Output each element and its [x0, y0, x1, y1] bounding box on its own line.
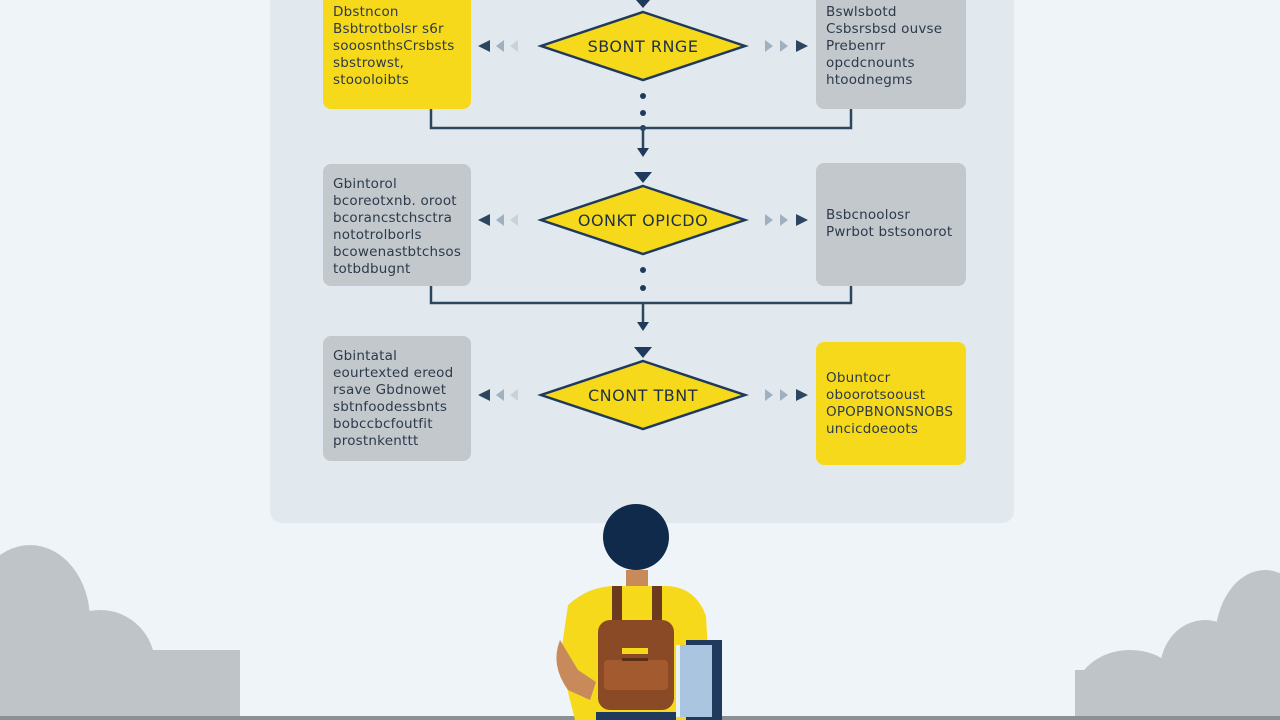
cloud-left: [0, 545, 240, 720]
box-text-line: Prebenrr: [826, 38, 886, 54]
outcome-box-row3-left: Gbintatal eourtexted ereod rsave Gbdnowe…: [323, 336, 471, 461]
merge-line-1: [429, 108, 853, 130]
outcome-box-row1-left: Dbstncon Bsbtrotbolsr s6r sooosnthsCrsbs…: [323, 0, 471, 109]
box-text-line: Bswlsbotd: [826, 4, 897, 20]
arrow-head-3: [634, 347, 652, 358]
arrow-head-2: [634, 172, 652, 183]
box-text-line: rsave Gbdnowet: [333, 382, 447, 398]
box-text-line: sooosnthsCrsbsts: [333, 38, 455, 54]
decision-diamond-2: [537, 184, 749, 256]
side-arrows-row3: [478, 389, 808, 401]
arrow-down-1: [637, 148, 649, 157]
decision-label-1: SBONT RNGE: [587, 37, 699, 56]
outcome-box-row3-right: Obuntocr oboorotsooust OPOPBNONSNOBS unc…: [816, 342, 966, 465]
box-text-line: Gbintatal: [333, 348, 398, 364]
box-text-line: Dbstncon: [333, 4, 399, 20]
box-text-line: oboorotsooust: [826, 387, 926, 403]
decision-diamond-1: [537, 10, 749, 82]
dotted-connector-2: [640, 267, 646, 291]
box-text-line: Bsbtrotbolsr s6r: [333, 21, 444, 37]
box-text-line: OPOPBNONSNOBS: [826, 404, 954, 420]
merge-line-2: [429, 285, 853, 305]
box-text-line: Gbintorol: [333, 176, 397, 192]
cloud-right: [1075, 570, 1280, 720]
dotted-connector-1: [640, 93, 646, 131]
box-text-line: uncicdoeoots: [826, 421, 919, 437]
arrow-head-top: [636, 0, 650, 8]
box-text-line: totbdbugnt: [333, 261, 411, 277]
box-text-line: Bsbcnoolosr: [826, 207, 911, 223]
box-text-line: opcdcnounts: [826, 55, 915, 71]
box-text-line: Pwrbot bstsonorot: [826, 224, 953, 240]
box-text-line: eourtexted ereod: [333, 365, 454, 381]
side-arrows-row1: [478, 40, 808, 52]
box-text-line: bcorancstchsctra: [333, 210, 453, 226]
box-text-line: bcowenastbtchsos: [333, 244, 462, 260]
arrow-down-2: [637, 322, 649, 331]
outcome-box-row1-right: Bswlsbotd Csbsrsbsd ouvse Prebenrr opcdc…: [816, 0, 966, 109]
box-text-line: Csbsrsbsd ouvse: [826, 21, 943, 37]
box-text-line: stoooloibts: [333, 72, 409, 88]
box-text-line: bcoreotxnb. oroot: [333, 193, 457, 209]
decision-label-2: OONKT OPICDO: [577, 211, 709, 230]
box-text-line: nototrolborls: [333, 227, 422, 243]
box-text-line: bobccbcfoutfit: [333, 416, 433, 432]
box-text-line: Obuntocr: [826, 370, 891, 386]
decision-diamond-3: [537, 359, 749, 431]
side-arrows-row2: [478, 214, 808, 226]
box-text-line: sbtnfoodessbnts: [333, 399, 448, 415]
decision-label-3: CNONT TBNT: [587, 386, 699, 405]
outcome-box-row2-right: Bsbcnoolosr Pwrbot bstsonorot: [816, 163, 966, 286]
box-text-line: sbstrowst,: [333, 55, 405, 71]
box-text-line: htoodnegms: [826, 72, 913, 88]
box-text-line: prostnkenttt: [333, 433, 419, 449]
student-figure: [556, 504, 722, 720]
outcome-box-row2-left: Gbintorol bcoreotxnb. oroot bcorancstchs…: [323, 164, 471, 286]
